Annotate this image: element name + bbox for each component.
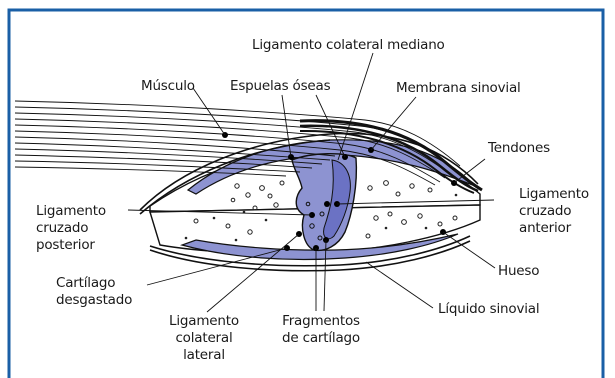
label-hueso: Hueso: [498, 263, 540, 279]
label-cartilago-desgastado: Cartílago desgastado: [56, 275, 132, 309]
leader-lines: [127, 52, 496, 313]
label-line: anterior: [519, 220, 571, 236]
bone-texture: [193, 180, 458, 239]
label-line: cruzado: [519, 203, 572, 219]
synovial-cavity-lower: [179, 233, 459, 261]
label-line: colateral: [175, 330, 233, 346]
label-espuelas-oseas: Espuelas óseas: [230, 78, 331, 94]
label-line: Ligamento: [36, 203, 106, 219]
joint-capsule: [139, 132, 479, 272]
label-ligamento-cruzado-anterior: Ligamento cruzado anterior: [519, 186, 589, 237]
label-line: de cartílago: [282, 330, 360, 346]
frame-border: [7, 8, 605, 378]
label-line: desgastado: [56, 292, 133, 308]
label-tendones: Tendones: [488, 140, 550, 156]
label-line: Ligamento: [169, 313, 239, 329]
label-fragmentos-de-cartilago: Fragmentos de cartílago: [266, 313, 376, 347]
label-membrana-sinovial: Membrana sinovial: [396, 80, 521, 96]
label-line: lateral: [183, 347, 225, 363]
cruciate-ligament-mass: [323, 159, 351, 240]
label-ligamento-colateral-lateral: Ligamento colateral lateral: [154, 313, 254, 364]
label-ligamento-colateral-mediano: Ligamento colateral mediano: [252, 37, 445, 53]
cartilage-fragments: [305, 201, 325, 241]
label-ligamento-cruzado-posterior: Ligamento cruzado posterior: [36, 203, 106, 254]
label-line: cruzado: [36, 220, 89, 236]
label-musculo: Músculo: [141, 78, 195, 94]
label-line: Fragmentos: [282, 313, 360, 329]
label-line: Ligamento: [519, 186, 589, 202]
label-line: posterior: [36, 237, 95, 253]
label-line: Cartílago: [56, 275, 116, 291]
tendon-band: [299, 119, 483, 194]
muscle-fibers: [14, 100, 461, 186]
bone-dots: [184, 193, 458, 242]
label-liquido-sinovial: Líquido sinovial: [438, 301, 540, 317]
